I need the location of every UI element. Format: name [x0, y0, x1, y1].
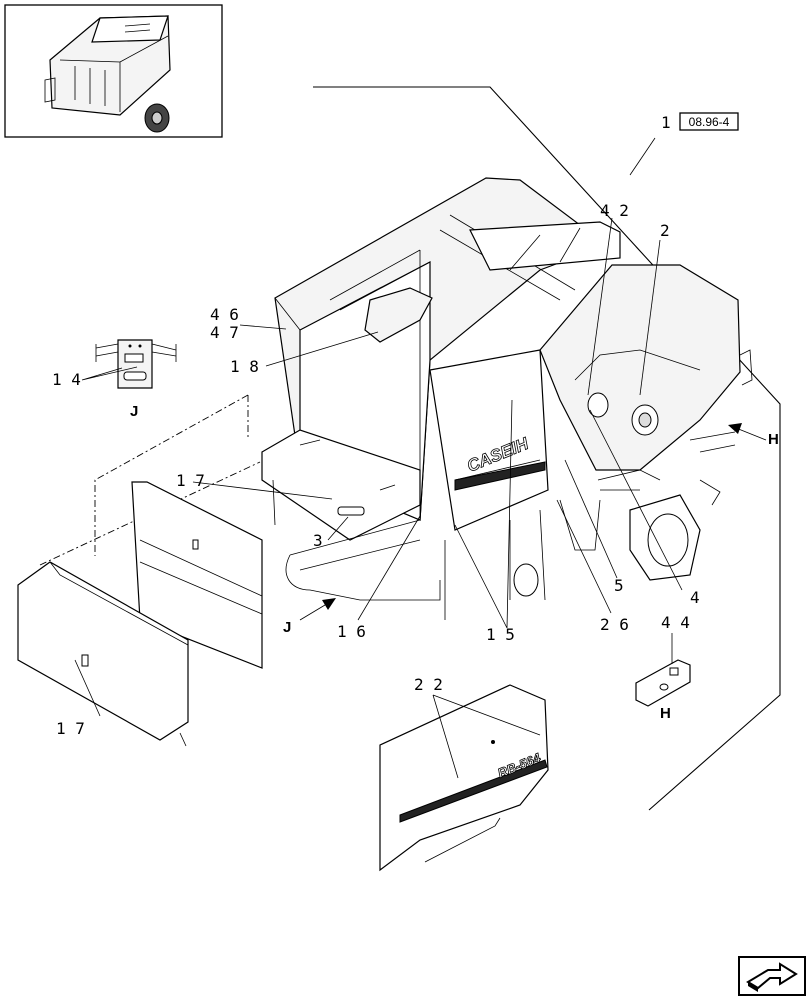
view-arrow-h — [728, 423, 767, 441]
callout-3: 3 — [313, 531, 323, 550]
view-letter-j-arrow: J — [283, 619, 291, 636]
detail-h-bracket — [635, 659, 691, 707]
callout-46: 4 6 — [210, 305, 239, 324]
view-letter-h-arrow: H — [768, 431, 779, 448]
callout-44: 4 4 — [661, 613, 690, 632]
overview-thumbnail[interactable] — [4, 4, 223, 138]
baler-overview-thumbnail-icon — [44, 15, 171, 133]
callout-47: 4 7 — [210, 323, 239, 342]
leader-lines — [74, 137, 683, 779]
callout-18: 1 8 — [230, 357, 259, 376]
callout-42: 4 2 — [600, 201, 629, 220]
callout-5: 5 — [614, 576, 624, 595]
reference-box[interactable]: 08.96-4 — [679, 112, 739, 131]
side-panel-17-lower — [17, 561, 189, 747]
callout-2: 2 — [660, 221, 670, 240]
view-letter-j-detail: J — [130, 403, 138, 420]
callout-15: 1 5 — [486, 625, 515, 644]
baler-main-body: CASEIH — [261, 177, 753, 620]
group-boundary-line — [313, 86, 781, 811]
detail-j-bracket — [95, 339, 177, 389]
next-page-arrow-icon — [738, 956, 806, 996]
callout-26: 2 6 — [600, 615, 629, 634]
callout-4: 4 — [690, 588, 700, 607]
side-panel-22: RB-564 — [379, 684, 549, 872]
callout-22: 2 2 — [414, 675, 443, 694]
view-arrow-j — [299, 598, 336, 621]
side-panel-17-upper — [131, 481, 263, 669]
assembly-line-upper — [94, 394, 249, 556]
next-page-button[interactable] — [738, 956, 806, 996]
callout-16: 1 6 — [337, 622, 366, 641]
callout-1: 1 — [661, 113, 671, 132]
callout-14: 1 4 — [52, 370, 81, 389]
callout-17-upper: 1 7 — [176, 471, 205, 490]
callout-17-lower: 1 7 — [56, 719, 85, 738]
reference-box-label: 08.96-4 — [689, 115, 730, 129]
view-letter-h-detail: H — [660, 705, 671, 722]
